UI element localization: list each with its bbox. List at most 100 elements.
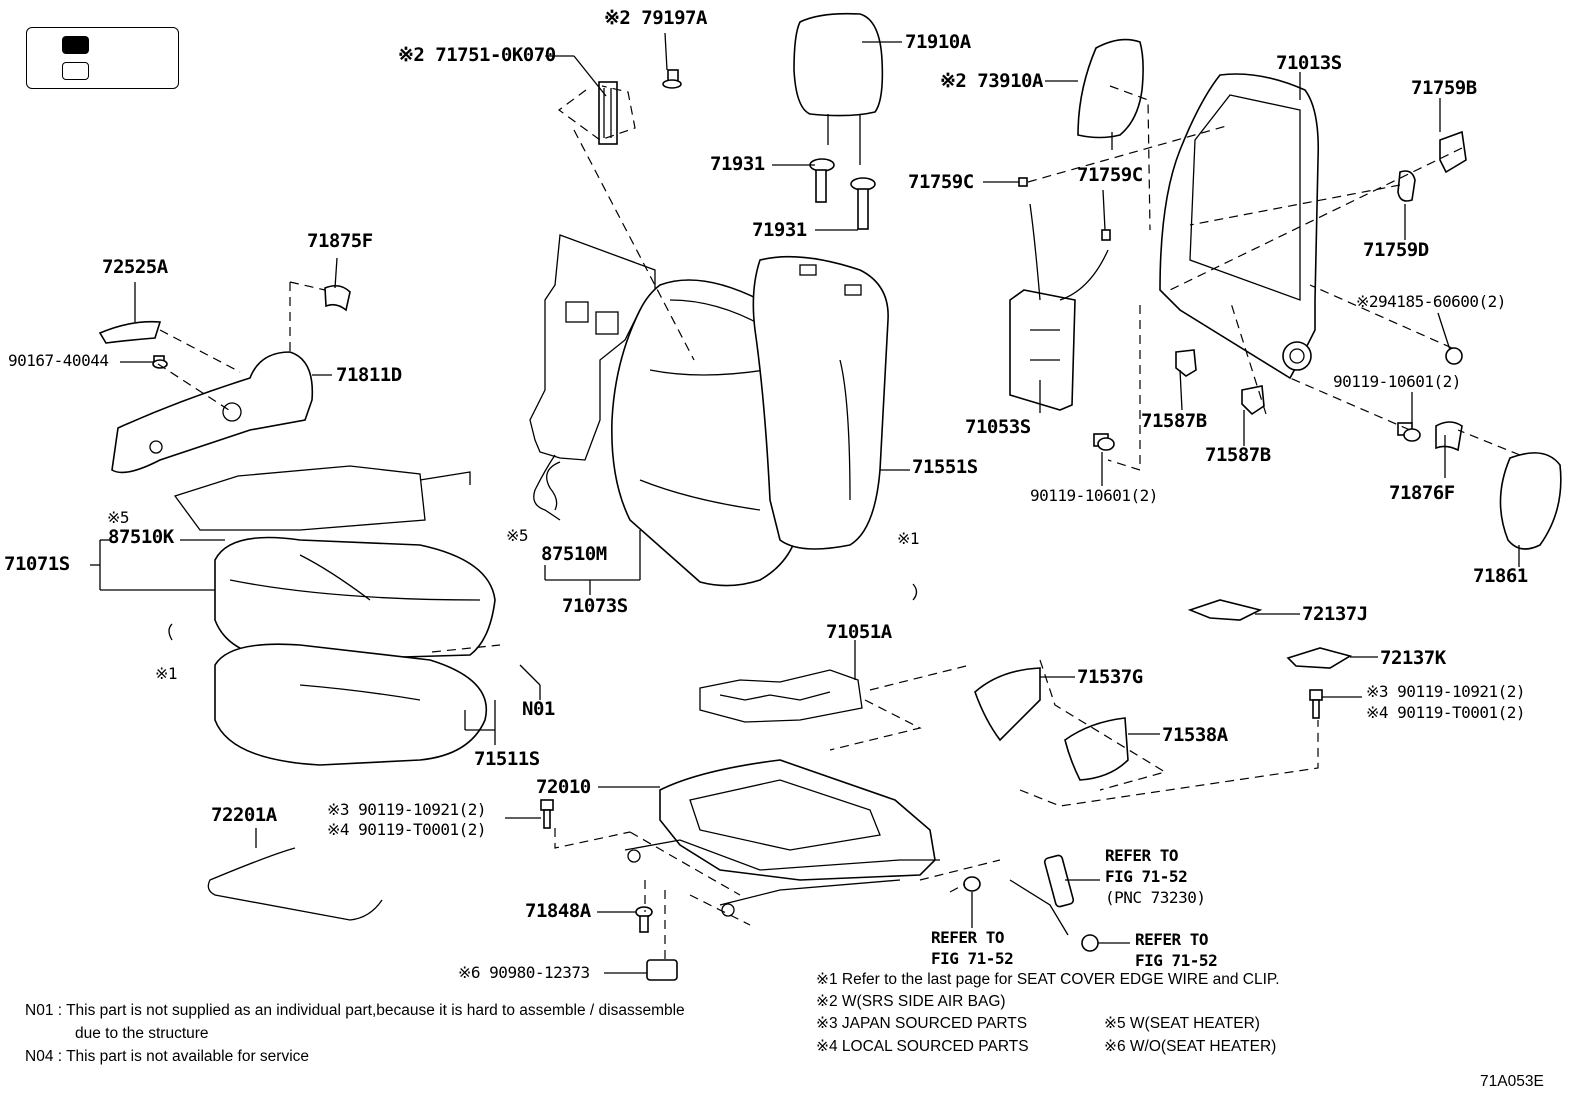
- label-90980-12373[interactable]: ※6 90980-12373: [458, 963, 590, 982]
- label-71073S[interactable]: 71073S: [562, 595, 628, 617]
- bolt-90119-10921-left[interactable]: [540, 799, 554, 829]
- bolt-90119-10601-center[interactable]: [1093, 433, 1115, 451]
- note-s2: ※2 W(SRS SIDE AIR BAG): [816, 993, 1006, 1010]
- label-72137K[interactable]: 72137K: [1380, 647, 1446, 669]
- headrest-71910A[interactable]: [793, 12, 884, 165]
- label-71537G[interactable]: 71537G: [1077, 666, 1143, 688]
- connector-90980-12373[interactable]: [646, 959, 678, 981]
- note-N01-cont: due to the structure: [75, 1025, 209, 1042]
- label-71587B-lower[interactable]: 71587B: [1205, 444, 1271, 466]
- label-71551S[interactable]: 71551S: [912, 456, 978, 478]
- label-71511S[interactable]: 71511S: [474, 748, 540, 770]
- label-71811D[interactable]: 71811D: [336, 364, 402, 386]
- label-note1-left: ※1: [155, 664, 178, 683]
- label-71538A[interactable]: 71538A: [1162, 724, 1228, 746]
- label-71910A[interactable]: 71910A: [905, 31, 971, 53]
- airbag-bracket-71751[interactable]: [598, 81, 618, 145]
- cushion-cover-71071S[interactable]: [214, 536, 496, 661]
- refer-washer-line1[interactable]: REFER TO: [931, 928, 1005, 947]
- cover-72137K[interactable]: [1286, 647, 1353, 669]
- note-N01: N01 : This part is not supplied as an in…: [25, 1002, 685, 1019]
- note-s5: ※5 W(SEAT HEATER): [1104, 1015, 1260, 1032]
- bolt-90119-10921-right[interactable]: [1309, 689, 1323, 719]
- label-71876F[interactable]: 71876F: [1389, 482, 1455, 504]
- label-90119-10601-right[interactable]: 90119-10601(2): [1333, 372, 1461, 391]
- clip-71759C[interactable]: [1018, 177, 1111, 241]
- bolt-79197A[interactable]: [662, 69, 682, 89]
- label-71759B[interactable]: 71759B: [1411, 77, 1477, 99]
- refer-nut-line2[interactable]: FIG 71-52: [1135, 951, 1218, 970]
- seat-heater-87510K[interactable]: [173, 465, 471, 531]
- label-71931-upper[interactable]: 71931: [710, 153, 765, 175]
- note-s3: ※3 JAPAN SOURCED PARTS: [816, 1015, 1028, 1032]
- label-71759C-left[interactable]: 71759C: [908, 171, 974, 193]
- label-71759C-right[interactable]: 71759C: [1077, 164, 1143, 186]
- seat-heater-87510M[interactable]: [533, 454, 561, 521]
- clip-71759B[interactable]: [1439, 130, 1467, 174]
- refer-buckle-line3[interactable]: (PNC 73230): [1105, 888, 1206, 907]
- refer-nut-line1[interactable]: REFER TO: [1135, 930, 1209, 949]
- label-71759D[interactable]: 71759D: [1363, 239, 1429, 261]
- clip-71759D[interactable]: [1397, 170, 1416, 202]
- trim-71537G[interactable]: [974, 667, 1041, 742]
- cover-wire-72201A[interactable]: [207, 847, 383, 921]
- cover-72137J[interactable]: [1187, 599, 1263, 621]
- legend-filled-key: [62, 36, 89, 54]
- bolt-71848A[interactable]: [635, 906, 653, 933]
- label-90119-10921-right[interactable]: ※3 90119-10921(2): [1366, 682, 1526, 701]
- recliner-cover-71811D[interactable]: [111, 351, 314, 474]
- headrest-guide-71931[interactable]: [809, 158, 876, 230]
- note-s6: ※6 W/O(SEAT HEATER): [1104, 1038, 1277, 1055]
- label-71071S[interactable]: 71071S: [4, 553, 70, 575]
- seat-adjuster-72010[interactable]: [624, 759, 940, 917]
- bracket-71587B[interactable]: [1175, 349, 1265, 416]
- label-79197A[interactable]: ※2 79197A: [604, 7, 707, 29]
- label-71051A[interactable]: 71051A: [826, 621, 892, 643]
- label-71587B-upper[interactable]: 71587B: [1141, 410, 1207, 432]
- label-71013S[interactable]: 71013S: [1276, 52, 1342, 74]
- label-87510K[interactable]: 87510K: [108, 526, 174, 548]
- seatback-pad-71551S[interactable]: [752, 255, 889, 550]
- label-87510M-note: ※5: [506, 526, 529, 545]
- label-87510M[interactable]: 87510M: [541, 543, 607, 565]
- cushion-pad-71511S[interactable]: [214, 643, 488, 766]
- cover-71876F[interactable]: [1435, 421, 1463, 452]
- label-71848A[interactable]: 71848A: [525, 900, 591, 922]
- refer-buckle-line2[interactable]: FIG 71-52: [1105, 867, 1188, 886]
- label-90119-10601-center[interactable]: 90119-10601(2): [1030, 486, 1158, 505]
- note-s1: ※1 Refer to the last page for SEAT COVER…: [816, 971, 1280, 988]
- label-72137J[interactable]: 72137J: [1302, 603, 1368, 625]
- label-71931-lower[interactable]: 71931: [752, 219, 807, 241]
- label-71861[interactable]: 71861: [1473, 565, 1528, 587]
- label-90167-40044[interactable]: 90167-40044: [8, 351, 109, 370]
- bolt-90119-10601-right[interactable]: [1397, 422, 1421, 442]
- legend-outline-key: [62, 62, 89, 80]
- nut-294185[interactable]: [1445, 347, 1463, 365]
- note-N04: N04 : This part is not available for ser…: [25, 1048, 310, 1065]
- screw-90167-40044[interactable]: [152, 355, 168, 369]
- label-72010[interactable]: 72010: [536, 776, 591, 798]
- label-71875F[interactable]: 71875F: [307, 230, 373, 252]
- trim-72525A[interactable]: [98, 320, 162, 344]
- label-71751-0K070[interactable]: ※2 71751-0K070: [398, 44, 556, 66]
- label-90119-T0001-right[interactable]: ※4 90119-T0001(2): [1366, 703, 1526, 722]
- label-71053S[interactable]: 71053S: [965, 416, 1031, 438]
- label-72525A[interactable]: 72525A: [102, 256, 168, 278]
- seatback-frame-71013S[interactable]: [1159, 73, 1320, 380]
- label-note1-right: ※1: [897, 529, 920, 548]
- trim-71538A[interactable]: [1064, 717, 1129, 781]
- side-airbag-73910A[interactable]: [1077, 38, 1144, 150]
- label-72201A[interactable]: 72201A: [211, 804, 277, 826]
- label-87510K-note: ※5: [107, 508, 130, 527]
- cover-71875F[interactable]: [324, 284, 351, 312]
- label-N01[interactable]: N01: [522, 698, 555, 720]
- recliner-cover-71861[interactable]: [1499, 452, 1562, 550]
- spring-71051A[interactable]: [699, 669, 863, 723]
- refer-buckle-line1[interactable]: REFER TO: [1105, 846, 1179, 865]
- label-73910A[interactable]: ※2 73910A: [940, 70, 1043, 92]
- label-294185-60600[interactable]: ※294185-60600(2): [1356, 292, 1506, 311]
- lumbar-support-71053S[interactable]: [1009, 203, 1109, 411]
- label-90119-T0001-left[interactable]: ※4 90119-T0001(2): [327, 820, 487, 839]
- refer-washer-line2[interactable]: FIG 71-52: [931, 949, 1014, 968]
- label-90119-10921-left[interactable]: ※3 90119-10921(2): [327, 800, 487, 819]
